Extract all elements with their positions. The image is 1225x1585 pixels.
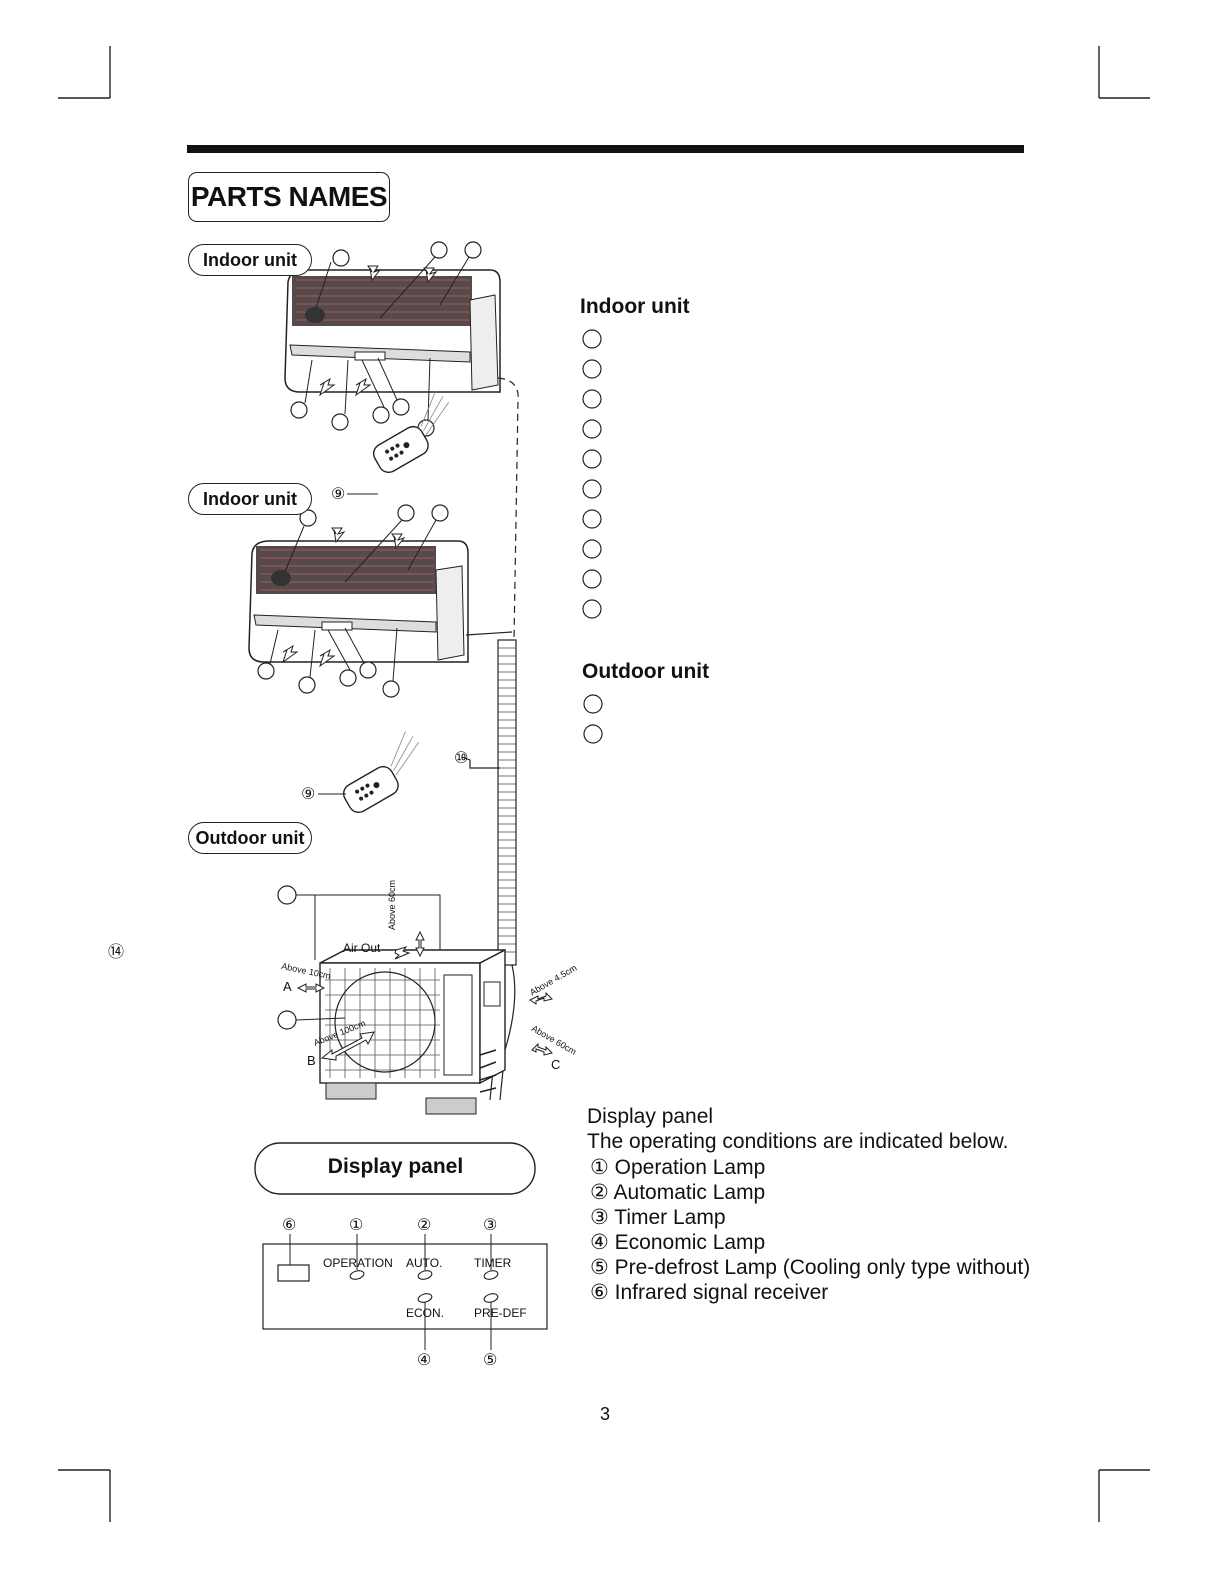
dp-number-5: ⑤ (483, 1350, 497, 1370)
dp-item-predefrost: ⑤ Pre-defrost Lamp (Cooling only type wi… (590, 1255, 1030, 1280)
display-panel-desc-intro: The operating conditions are indicated b… (587, 1130, 1008, 1154)
lamp-label-predef: PRE-DEF (474, 1306, 527, 1320)
side-number: ⑭ (108, 938, 124, 962)
indoor-unit-label-2: Indoor unit (188, 483, 312, 515)
dp-item-infrared: ⑥ Infrared signal receiver (590, 1280, 828, 1305)
lamp-label-timer: TIMER (474, 1256, 511, 1270)
letter-a: A (283, 979, 292, 994)
indoor-unit-label-1: Indoor unit (188, 244, 312, 276)
dp-item-operation: ① Operation Lamp (590, 1155, 765, 1180)
display-panel-desc-title: Display panel (587, 1105, 713, 1129)
lamp-label-econ: ECON. (406, 1306, 444, 1320)
remote-number-2: ⑨ (301, 784, 315, 804)
header-rule (187, 145, 1024, 153)
indoor-unit-1-drawing (285, 242, 500, 436)
dp-number-1: ① (349, 1215, 363, 1235)
letter-b: B (307, 1053, 316, 1068)
remote-number-1: ⑨ (331, 484, 345, 504)
dp-number-2: ② (417, 1215, 431, 1235)
indoor-unit-heading: Indoor unit (580, 295, 690, 319)
above-60-top-label: Above 60cm (387, 880, 397, 930)
air-out-label: Air Out (343, 941, 380, 955)
dp-item-timer: ③ Timer Lamp (590, 1205, 726, 1230)
letter-c: C (551, 1057, 560, 1072)
indoor-unit-2-drawing (249, 505, 468, 697)
dp-number-6: ⑥ (282, 1215, 296, 1235)
pipe-number: ⑩ (454, 748, 468, 768)
page-title: PARTS NAMES (188, 172, 390, 222)
lamp-label-auto: AUTO. (406, 1256, 442, 1270)
display-panel-heading: Display panel (255, 1155, 536, 1179)
outdoor-unit-label: Outdoor unit (188, 822, 312, 854)
dp-item-economic: ④ Economic Lamp (590, 1230, 765, 1255)
dp-number-3: ③ (483, 1215, 497, 1235)
dp-item-automatic: ② Automatic Lamp (590, 1180, 765, 1205)
remote-control-2 (331, 728, 435, 816)
dp-number-4: ④ (417, 1350, 431, 1370)
remote-control-1 (361, 388, 465, 476)
lamp-label-operation: OPERATION (323, 1256, 393, 1270)
page-number: 3 (600, 1404, 610, 1425)
outdoor-unit-heading: Outdoor unit (582, 660, 709, 684)
